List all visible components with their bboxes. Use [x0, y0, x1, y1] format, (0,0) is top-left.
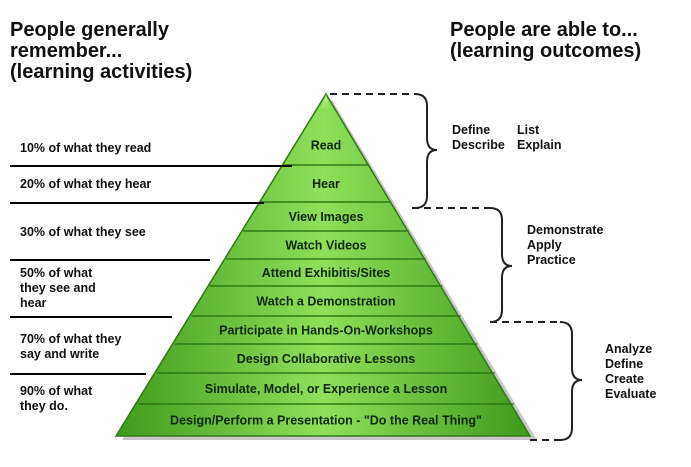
separator-2: [10, 202, 264, 204]
left-header: People generally remember... (learning a…: [10, 19, 193, 83]
outcome-group1-col2: List Explain: [517, 123, 562, 152]
separator-5: [10, 373, 146, 375]
outcome-group3: Analyze Define Create Evaluate: [605, 342, 657, 401]
right-header: People are able to... (learning outcomes…: [450, 19, 642, 62]
layer-label-watch-demonstration: Watch a Demonstration: [256, 295, 395, 309]
layer-label-read: Read: [311, 138, 342, 152]
activity-hear: 20% of what they hear: [20, 177, 152, 191]
activity-read: 10% of what they read: [20, 141, 152, 155]
layer-label-design-collaborative: Design Collaborative Lessons: [237, 352, 416, 366]
brace-3: [559, 321, 583, 441]
layer-label-simulate-model: Simulate, Model, or Experience a Lesson: [205, 382, 447, 396]
layer-label-design-perform: Design/Perform a Presentation - "Do the …: [170, 414, 482, 428]
outcome-group1-col1: Define Describe: [452, 123, 505, 152]
brace-1: [414, 93, 438, 209]
activity-do: 90% of what they do.: [20, 384, 93, 413]
separator-1: [10, 165, 292, 167]
separator-3: [10, 259, 210, 261]
layer-label-watch-videos: Watch Videos: [285, 239, 366, 253]
activity-see: 30% of what they see: [20, 225, 146, 239]
activity-see-hear: 50% of what they see and hear: [20, 266, 96, 310]
brace-2: [489, 207, 513, 323]
layer-label-hear: Hear: [312, 177, 340, 191]
separator-4: [10, 316, 172, 318]
layer-label-view-images: View Images: [289, 210, 364, 224]
layer-dividers: [138, 164, 514, 405]
layer-label-participate-workshops: Participate in Hands-On-Workshops: [219, 324, 433, 338]
pyramid-highlight: [320, 94, 330, 110]
activity-say-write: 70% of what they say and write: [20, 332, 122, 361]
pyramid-body: [114, 92, 532, 437]
outcome-group2: Demonstrate Apply Practice: [527, 223, 604, 267]
layer-label-attend-exhibits: Attend Exhibitis/Sites: [262, 266, 391, 280]
